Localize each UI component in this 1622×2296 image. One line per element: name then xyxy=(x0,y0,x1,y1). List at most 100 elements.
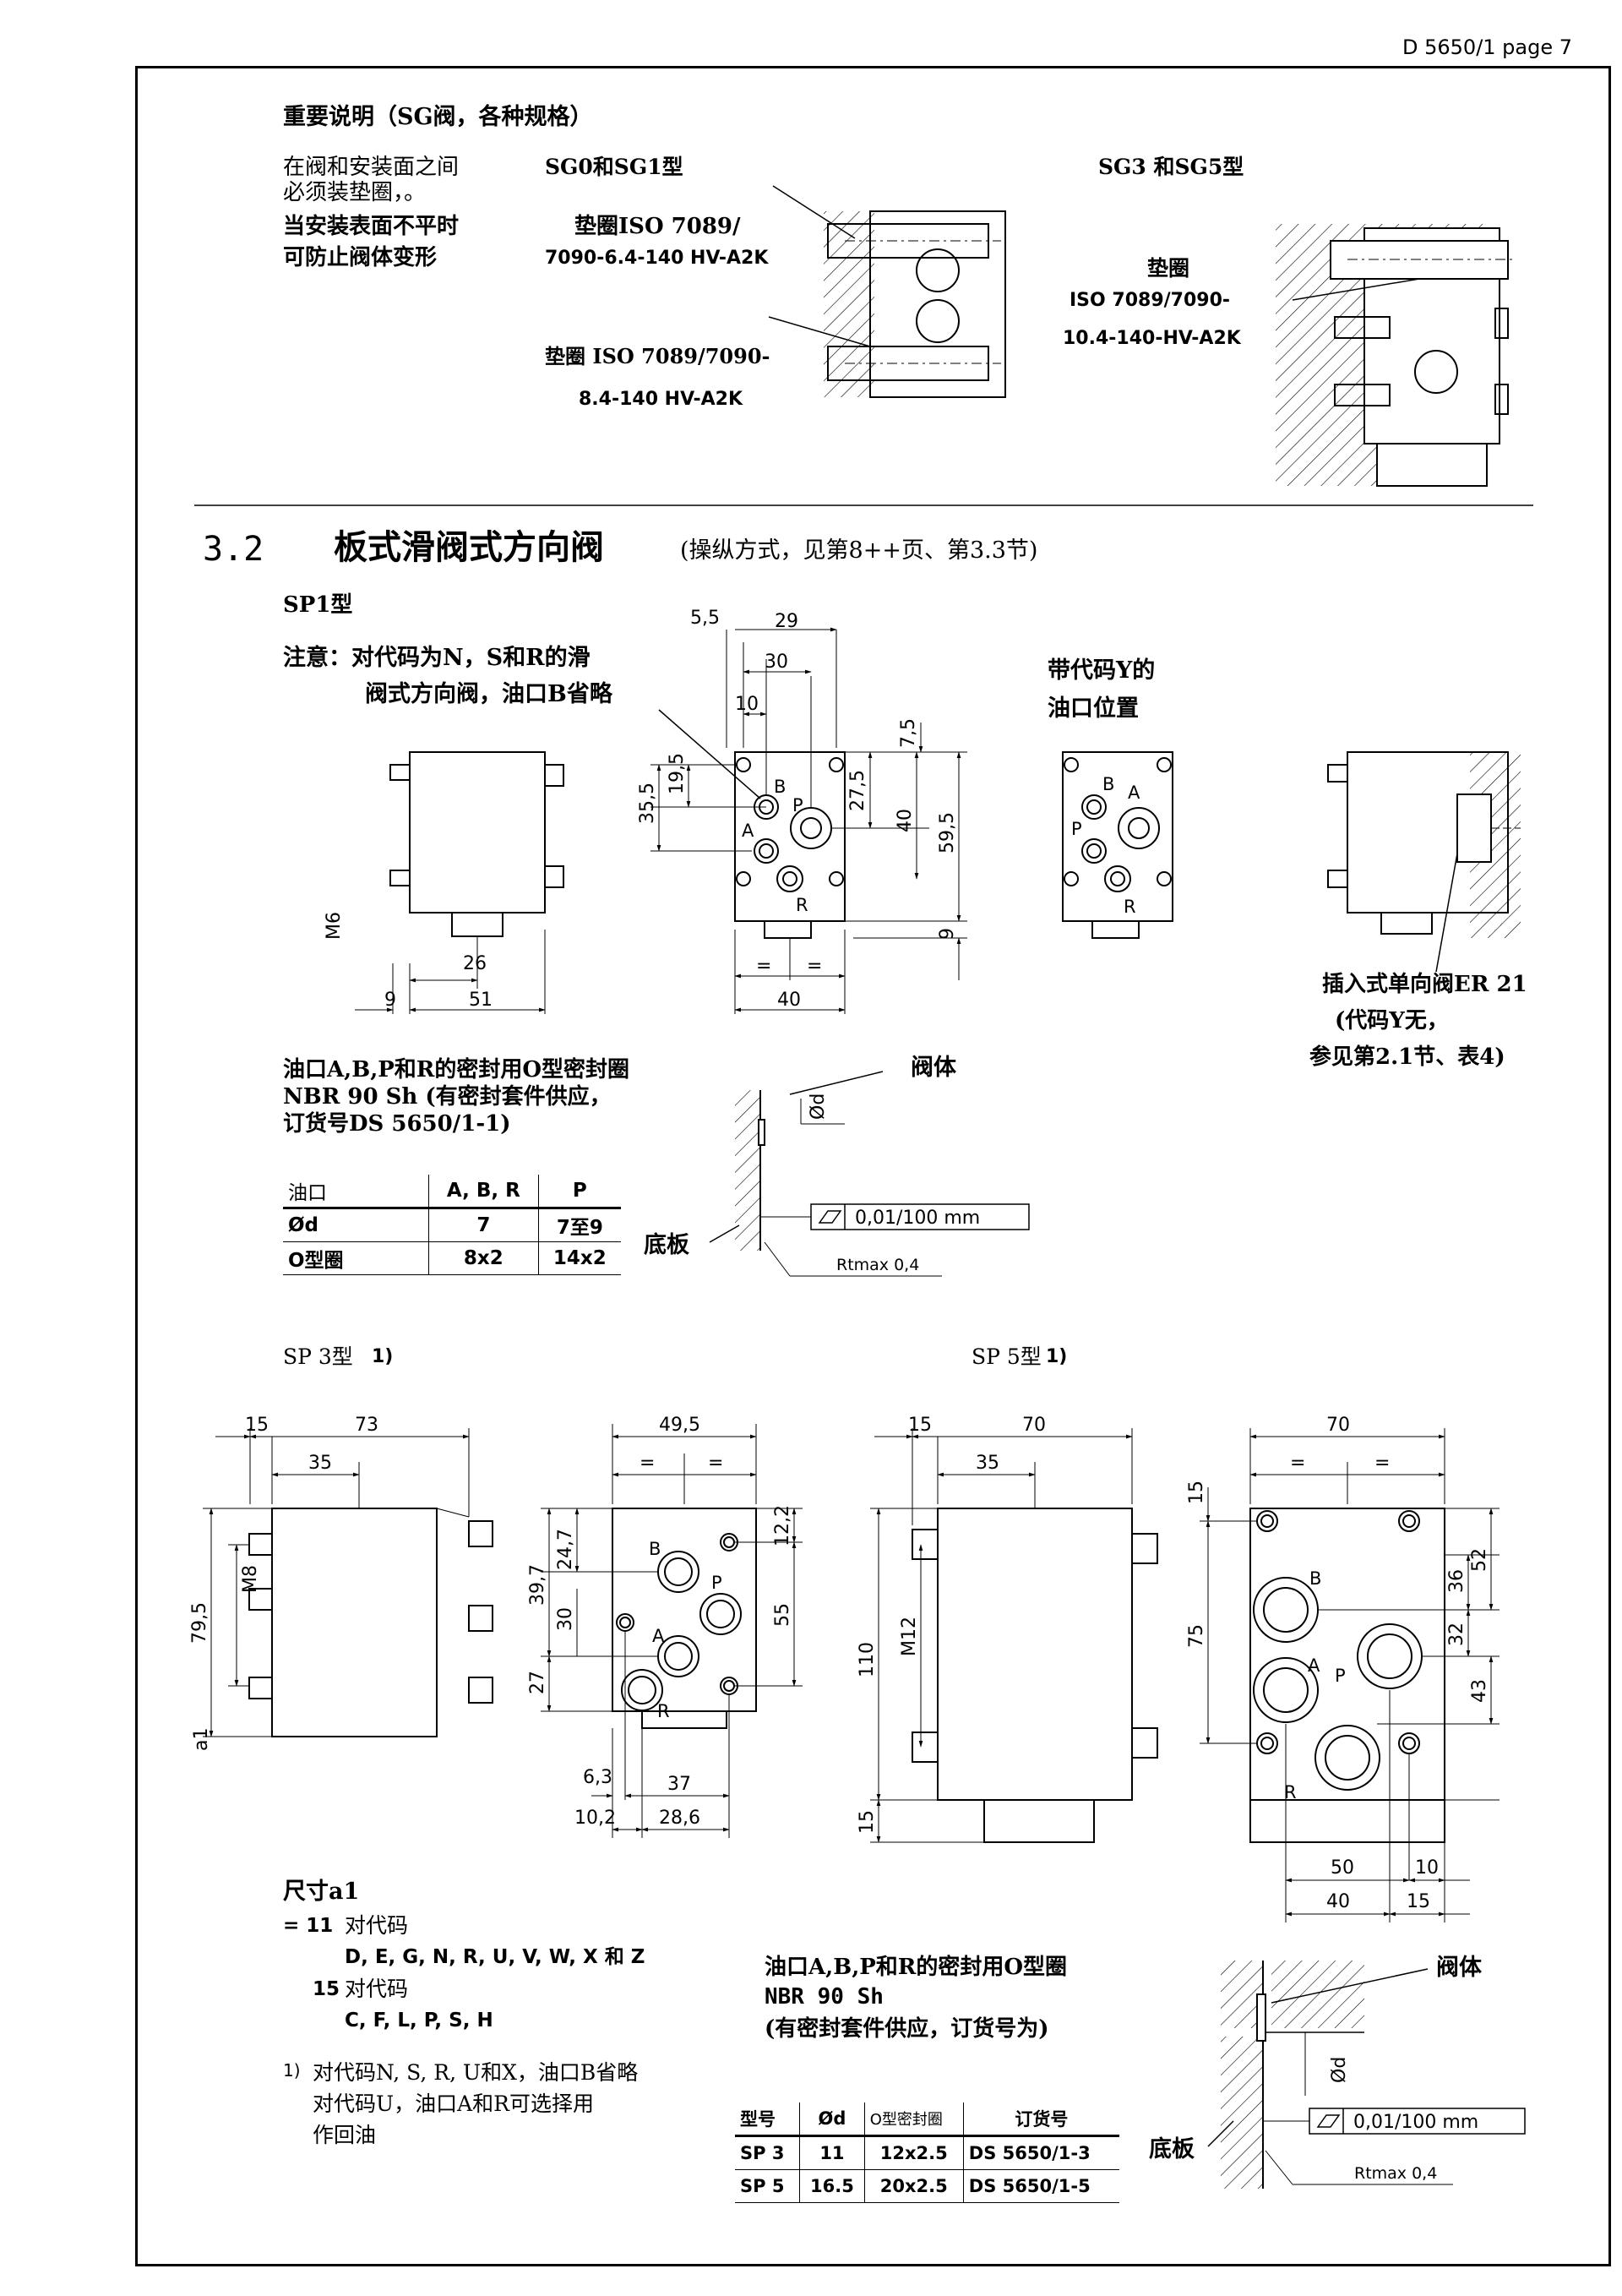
dim-text: 32 xyxy=(1446,1622,1467,1646)
table-cell: 11 xyxy=(799,2135,865,2170)
a1-line1-text: 对代码 xyxy=(345,1913,409,1938)
table-cell: 油口 xyxy=(283,1175,429,1209)
dim-text: M12 xyxy=(899,1617,920,1656)
dim-text: 50 xyxy=(1331,1857,1354,1879)
sp1-seal-detail xyxy=(709,1071,884,1251)
dim-text: 26 xyxy=(463,953,487,974)
note-line-4: 可防止阀体变形 xyxy=(283,245,438,270)
dim-text: M6 xyxy=(324,912,345,940)
dim-text: 5,5 xyxy=(690,608,720,629)
dim-text: 40 xyxy=(895,809,916,832)
dim-text: 6,3 xyxy=(583,1767,612,1788)
dim-text: 7,5 xyxy=(898,718,919,748)
dim-text: = xyxy=(756,956,771,977)
check-valve-line3: 参见第2.1节、表4) xyxy=(1309,1044,1505,1070)
a1-line1-codes: D, E, G, N, R, U, V, W, X 和 Z xyxy=(345,1946,645,1968)
dim-text: 70 xyxy=(1326,1415,1350,1436)
sp35-seal-line1: 油口A,B,P和R的密封用O型圈 xyxy=(765,1955,1068,1980)
table-row: O型圈 8x2 14x2 xyxy=(283,1241,621,1275)
dim-text: 73 xyxy=(355,1415,378,1436)
dim-text: = xyxy=(1374,1453,1390,1474)
dim-text: Ød xyxy=(1329,2057,1350,2083)
port-label: P xyxy=(792,795,803,815)
table-cell: DS 5650/1-3 xyxy=(962,2135,1119,2170)
dim-text: 40 xyxy=(1326,1891,1350,1912)
dim-text: 30 xyxy=(555,1607,576,1631)
page-reference: D 5650/1 page 7 xyxy=(1402,35,1573,59)
table-cell: O型密封圈 xyxy=(863,2102,964,2137)
table-row: SP 5 16.5 20x2.5 DS 5650/1-5 xyxy=(735,2169,1119,2203)
sp5-port-view xyxy=(1200,1428,1500,1922)
table-row: Ød 7 7至9 xyxy=(283,1208,621,1242)
dim-text: 75 xyxy=(1186,1624,1207,1648)
note-line-1: 在阀和安装面之间 xyxy=(283,155,460,180)
port-label: R xyxy=(657,1701,670,1721)
dim-text: 15 xyxy=(1186,1481,1207,1504)
sg01-washer2-line2: 8.4-140 HV-A2K xyxy=(579,389,743,410)
table-cell: A, B, R xyxy=(428,1175,539,1209)
table-cell: SP 5 xyxy=(735,2169,800,2203)
section-subtitle: (操纵方式，见第8++页、第3.3节) xyxy=(680,537,1038,564)
sg01-title: SG0和SG1型 xyxy=(545,155,683,179)
table-cell: 7至9 xyxy=(537,1208,621,1242)
dim-text: 9 xyxy=(384,990,396,1011)
check-valve-line2: (代码Y无， xyxy=(1335,1008,1449,1033)
dim-text: 37 xyxy=(667,1774,691,1795)
table-cell: DS 5650/1-5 xyxy=(962,2169,1119,2203)
dim-text: 43 xyxy=(1469,1679,1490,1703)
sg35-washer-line3: 10.4-140-HV-A2K xyxy=(1063,328,1241,349)
table-cell: Ød xyxy=(799,2102,865,2137)
footnote-line1: 对代码N, S, R, U和X，油口B省略 xyxy=(313,2060,639,2085)
table-cell: SP 3 xyxy=(735,2135,800,2170)
port-label: R xyxy=(1284,1782,1297,1802)
table-cell: P xyxy=(537,1175,621,1209)
dim-text: = xyxy=(1290,1453,1305,1474)
port-label: A xyxy=(1308,1655,1320,1676)
dim-text: 70 xyxy=(1022,1415,1046,1436)
sg01-washer2-line1: 垫圈 ISO 7089/7090- xyxy=(545,344,770,368)
sp3-footnote-mark: 1) xyxy=(372,1346,394,1367)
dim-text: = xyxy=(807,956,822,977)
sp1-oring-line3: 订货号DS 5650/1-1) xyxy=(283,1111,511,1137)
table-cell: Ød xyxy=(283,1208,429,1242)
sp3-side-view xyxy=(203,1428,493,1737)
table-cell: O型圈 xyxy=(283,1241,429,1275)
sg01-washer1-line1: 垫圈ISO 7089/ xyxy=(574,214,741,239)
table-row: SP 3 11 12x2.5 DS 5650/1-3 xyxy=(735,2135,1119,2170)
table-header-row: 型号 Ød O型密封圈 订货号 xyxy=(735,2102,1119,2137)
section-number: 3.2 xyxy=(203,530,264,569)
footnote-mark: 1) xyxy=(283,2060,301,2081)
dim-text: 19,5 xyxy=(667,753,688,794)
table-cell: 12x2.5 xyxy=(863,2135,964,2170)
port-label: A xyxy=(1128,783,1140,803)
a1-title: 尺寸a1 xyxy=(283,1879,360,1905)
dim-text: 28,6 xyxy=(659,1808,700,1829)
table-cell: 型号 xyxy=(735,2102,800,2137)
sp35-seal-line3: (有密封套件供应，订货号为) xyxy=(765,2016,1049,2042)
dim-text: 27,5 xyxy=(847,770,868,811)
dim-text: 10 xyxy=(735,694,759,715)
sp5-title: SP 5型 xyxy=(972,1344,1042,1369)
sp5-side-view xyxy=(870,1428,1158,1843)
footnote-line3: 作回油 xyxy=(313,2123,377,2147)
dim-text: 15 xyxy=(245,1415,269,1436)
sp35-seal-table: 型号 Ød O型密封圈 订货号 SP 3 11 12x2.5 DS 5650/1… xyxy=(735,2102,1119,2203)
a1-line1-prefix: = 11 xyxy=(283,1915,334,1937)
sg35-title: SG3 和SG5型 xyxy=(1098,155,1244,179)
sp1-base-label: 底板 xyxy=(644,1232,689,1258)
dim-text: 15 xyxy=(908,1415,932,1436)
dim-text: 24,7 xyxy=(555,1529,576,1570)
flatness-text: 0,01/100 mm xyxy=(855,1208,980,1229)
dim-text: 27 xyxy=(527,1671,548,1694)
dim-text: 15 xyxy=(857,1810,878,1834)
port-label: A xyxy=(652,1626,665,1646)
sp3-port-view xyxy=(541,1424,803,1838)
dim-text: 110 xyxy=(857,1642,878,1677)
sp1-side-view xyxy=(355,751,564,1014)
dim-text: 59,5 xyxy=(937,812,958,854)
table-cell: 16.5 xyxy=(799,2169,865,2203)
roughness-text: Rtmax 0,4 xyxy=(836,1256,919,1274)
flatness-text: 0,01/100 mm xyxy=(1353,2112,1478,2133)
sp3-title: SP 3型 xyxy=(283,1344,353,1369)
